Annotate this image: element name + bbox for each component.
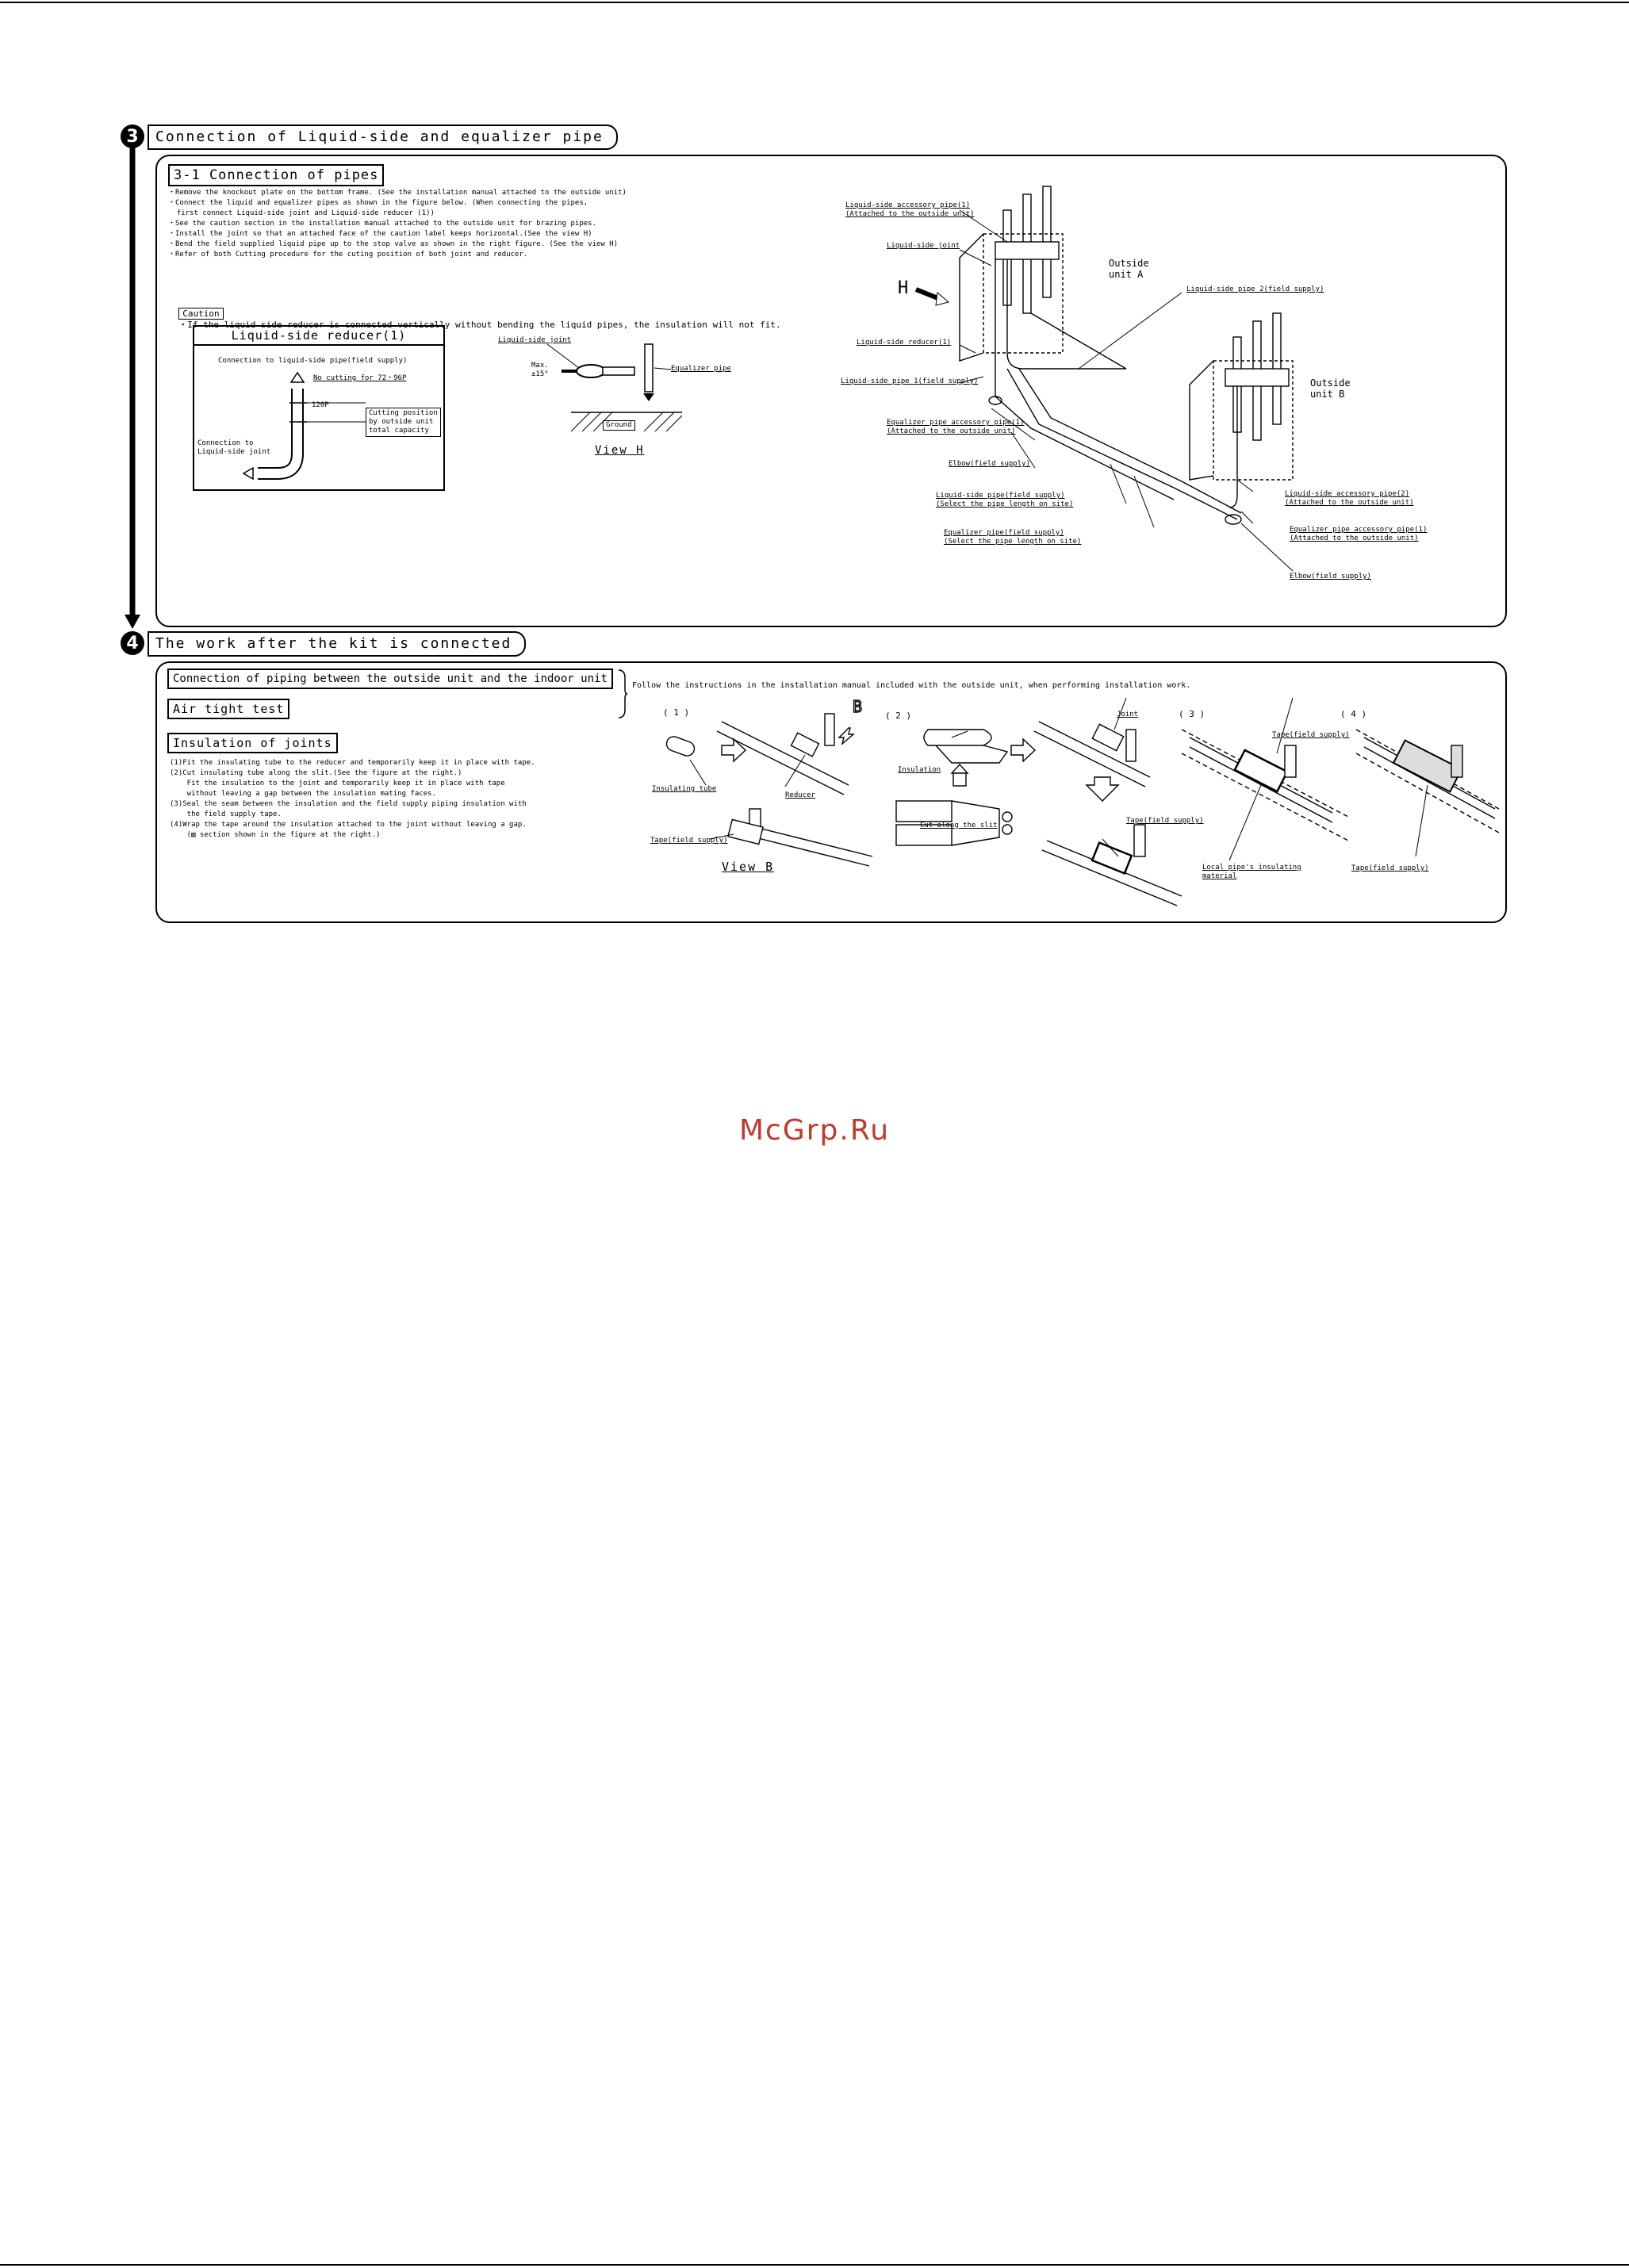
- fig-tape1: Tape(field supply): [650, 837, 728, 845]
- fig-n4: ( 4 ): [1340, 709, 1367, 719]
- insulation-step-line: (4)Wrap the tape around the insulation a…: [170, 821, 527, 829]
- diagram-eq-accessory-b: Equalizer pipe accessory pipe(1) (Attach…: [1290, 526, 1428, 542]
- fig-tape3: Tape(field supply): [1272, 731, 1350, 739]
- instruction-line: first connect Liquid-side joint and Liqu…: [168, 209, 435, 217]
- instruction-line: ・See the caution section in the installa…: [168, 220, 597, 228]
- diagram-liquid-joint: Liquid-side joint: [887, 242, 960, 250]
- flow-arrow: [125, 147, 140, 629]
- step3-number: 3: [126, 126, 139, 147]
- insulation-step-line: the field supply tape.: [170, 810, 282, 818]
- step3-number-badge: 3: [121, 125, 144, 148]
- step3-heading: 3-1 Connection of pipes: [168, 164, 385, 186]
- fig-n3: ( 3 ): [1179, 709, 1205, 719]
- fig-n1: ( 1 ): [663, 707, 690, 718]
- view-h-equalizer: Equalizer pipe: [671, 365, 731, 373]
- diagram-elbow2: Elbow(field supply): [1290, 573, 1371, 580]
- fig-insulation: Insulation: [898, 766, 941, 774]
- diagram-eq-pipe-field: Equalizer pipe(field supply) (Select the…: [944, 529, 1082, 546]
- brace: [618, 669, 628, 718]
- diagram-accessory1: Liquid-side accessory pipe(1) (Attached …: [845, 201, 975, 218]
- instruction-line: ・Refer of both Cutting procedure for the…: [168, 251, 528, 259]
- reducer-cutting-position: Cutting position by outside unit total c…: [366, 408, 441, 437]
- diagram-outside-a: Outside unit A: [1109, 258, 1149, 280]
- diagram-liquid-pipe2: Liquid-side pipe 2(field supply): [1186, 285, 1324, 293]
- insulation-step-line: (2)Cut insulating tube along the slit.(S…: [170, 769, 462, 777]
- fig-cut-slit: Cut along the slit: [920, 822, 998, 829]
- connection-heading: Connection of piping between the outside…: [167, 669, 613, 689]
- diagram-outside-b: Outside unit B: [1310, 377, 1351, 400]
- diagram-h-marker: H: [898, 278, 908, 298]
- view-h-label: View H: [595, 444, 645, 457]
- follow-text: Follow the instructions in the installat…: [632, 681, 1191, 690]
- insulation-step-line: (▨ section shown in the figure at the ri…: [170, 831, 381, 839]
- reducer-sketch: [242, 371, 366, 481]
- reducer-no-cutting: No cutting for 72・96P: [313, 374, 407, 382]
- fig-insulating-tube: Insulating tube: [652, 785, 717, 793]
- step3-title: Connection of Liquid-side and equalizer …: [148, 125, 618, 150]
- step4-number-badge: 4: [121, 631, 144, 655]
- instruction-line: ・Remove the knockout plate on the bottom…: [168, 189, 627, 197]
- insulation-heading: Insulation of joints: [167, 733, 338, 753]
- watermark: McGrp.Ru: [738, 1114, 891, 1147]
- fig-tape4: Tape(field supply): [1351, 864, 1429, 872]
- step4-number: 4: [126, 633, 139, 653]
- view-h-ground: Ground: [603, 420, 635, 431]
- airtight-heading: Air tight test: [167, 699, 290, 719]
- instruction-line: ・Connect the liquid and equalizer pipes …: [168, 199, 588, 207]
- insulation-step-line: without leaving a gap between the insula…: [170, 790, 436, 798]
- view-h-liquid-joint: Liquid-side joint: [498, 336, 572, 344]
- step3-panel: [155, 155, 1507, 627]
- piping-diagram: H: [898, 186, 1294, 572]
- fig-reducer: Reducer: [785, 791, 815, 799]
- top-rule: [0, 2, 1629, 3]
- step3-instructions: ・Remove the knockout plate on the bottom…: [168, 188, 627, 260]
- fig-view-b: View B: [722, 860, 775, 874]
- caution-row: Caution ・If the liquid side reducer is c…: [168, 297, 781, 331]
- reducer-connect-joint: Connection to Liquid-side joint: [197, 439, 271, 456]
- view-h-group: Liquid-side joint Max. ±15° Equalizer pi…: [492, 333, 753, 468]
- diagram-reducer1: Liquid-side reducer(1): [857, 339, 952, 347]
- instruction-line: ・Bend the field supplied liquid pipe up …: [168, 240, 619, 248]
- fig-joint: Joint: [1117, 711, 1139, 718]
- view-h-sketch: [546, 343, 683, 432]
- fig-local-insulation: Local pipe's insulating material: [1202, 864, 1301, 880]
- insulation-step-line: (3)Seal the seam between the insulation …: [170, 800, 527, 808]
- diagram-liquid-pipe-field: Liquid-side pipe(field supply) (Select t…: [936, 492, 1074, 508]
- caution-text: ・If the liquid side reducer is connected…: [178, 320, 781, 330]
- insulation-figures: B: [665, 698, 1499, 906]
- view-h-max-angle: Max. ±15°: [531, 362, 549, 378]
- insulation-step-line: Fit the insulation to the joint and temp…: [170, 780, 505, 787]
- bottom-rule: [0, 2264, 1629, 2266]
- fig-n2: ( 2 ): [885, 711, 912, 721]
- caution-label: Caution: [178, 308, 224, 320]
- step4-panel: [155, 661, 1507, 923]
- diagram-liquid-pipe1: Liquid-side pipe 1(field supply): [841, 377, 979, 385]
- reducer-box-title: Liquid-side reducer(1): [194, 327, 443, 346]
- fig-b-marker: B: [853, 698, 862, 716]
- diagram-accessory2: Liquid-side accessory pipe(2) (Attached …: [1285, 490, 1414, 507]
- reducer-size: 120P: [312, 401, 329, 409]
- reducer-connect-field: Connection to liquid-side pipe(field sup…: [218, 357, 408, 365]
- step4-title: The work after the kit is connected: [148, 631, 527, 657]
- fig-tape2: Tape(field supply): [1126, 817, 1204, 825]
- instruction-line: ・Install the joint so that an attached f…: [168, 230, 592, 238]
- reducer-box: Liquid-side reducer(1) Connection to liq…: [193, 325, 445, 491]
- diagram-eq-accessory1: Equalizer pipe accessory pipe(1) (Attach…: [887, 419, 1025, 435]
- insulation-steps: (1)Fit the insulating tube to the reduce…: [170, 758, 535, 841]
- diagram-elbow1: Elbow(field supply): [949, 460, 1030, 468]
- insulation-step-line: (1)Fit the insulating tube to the reduce…: [170, 759, 535, 767]
